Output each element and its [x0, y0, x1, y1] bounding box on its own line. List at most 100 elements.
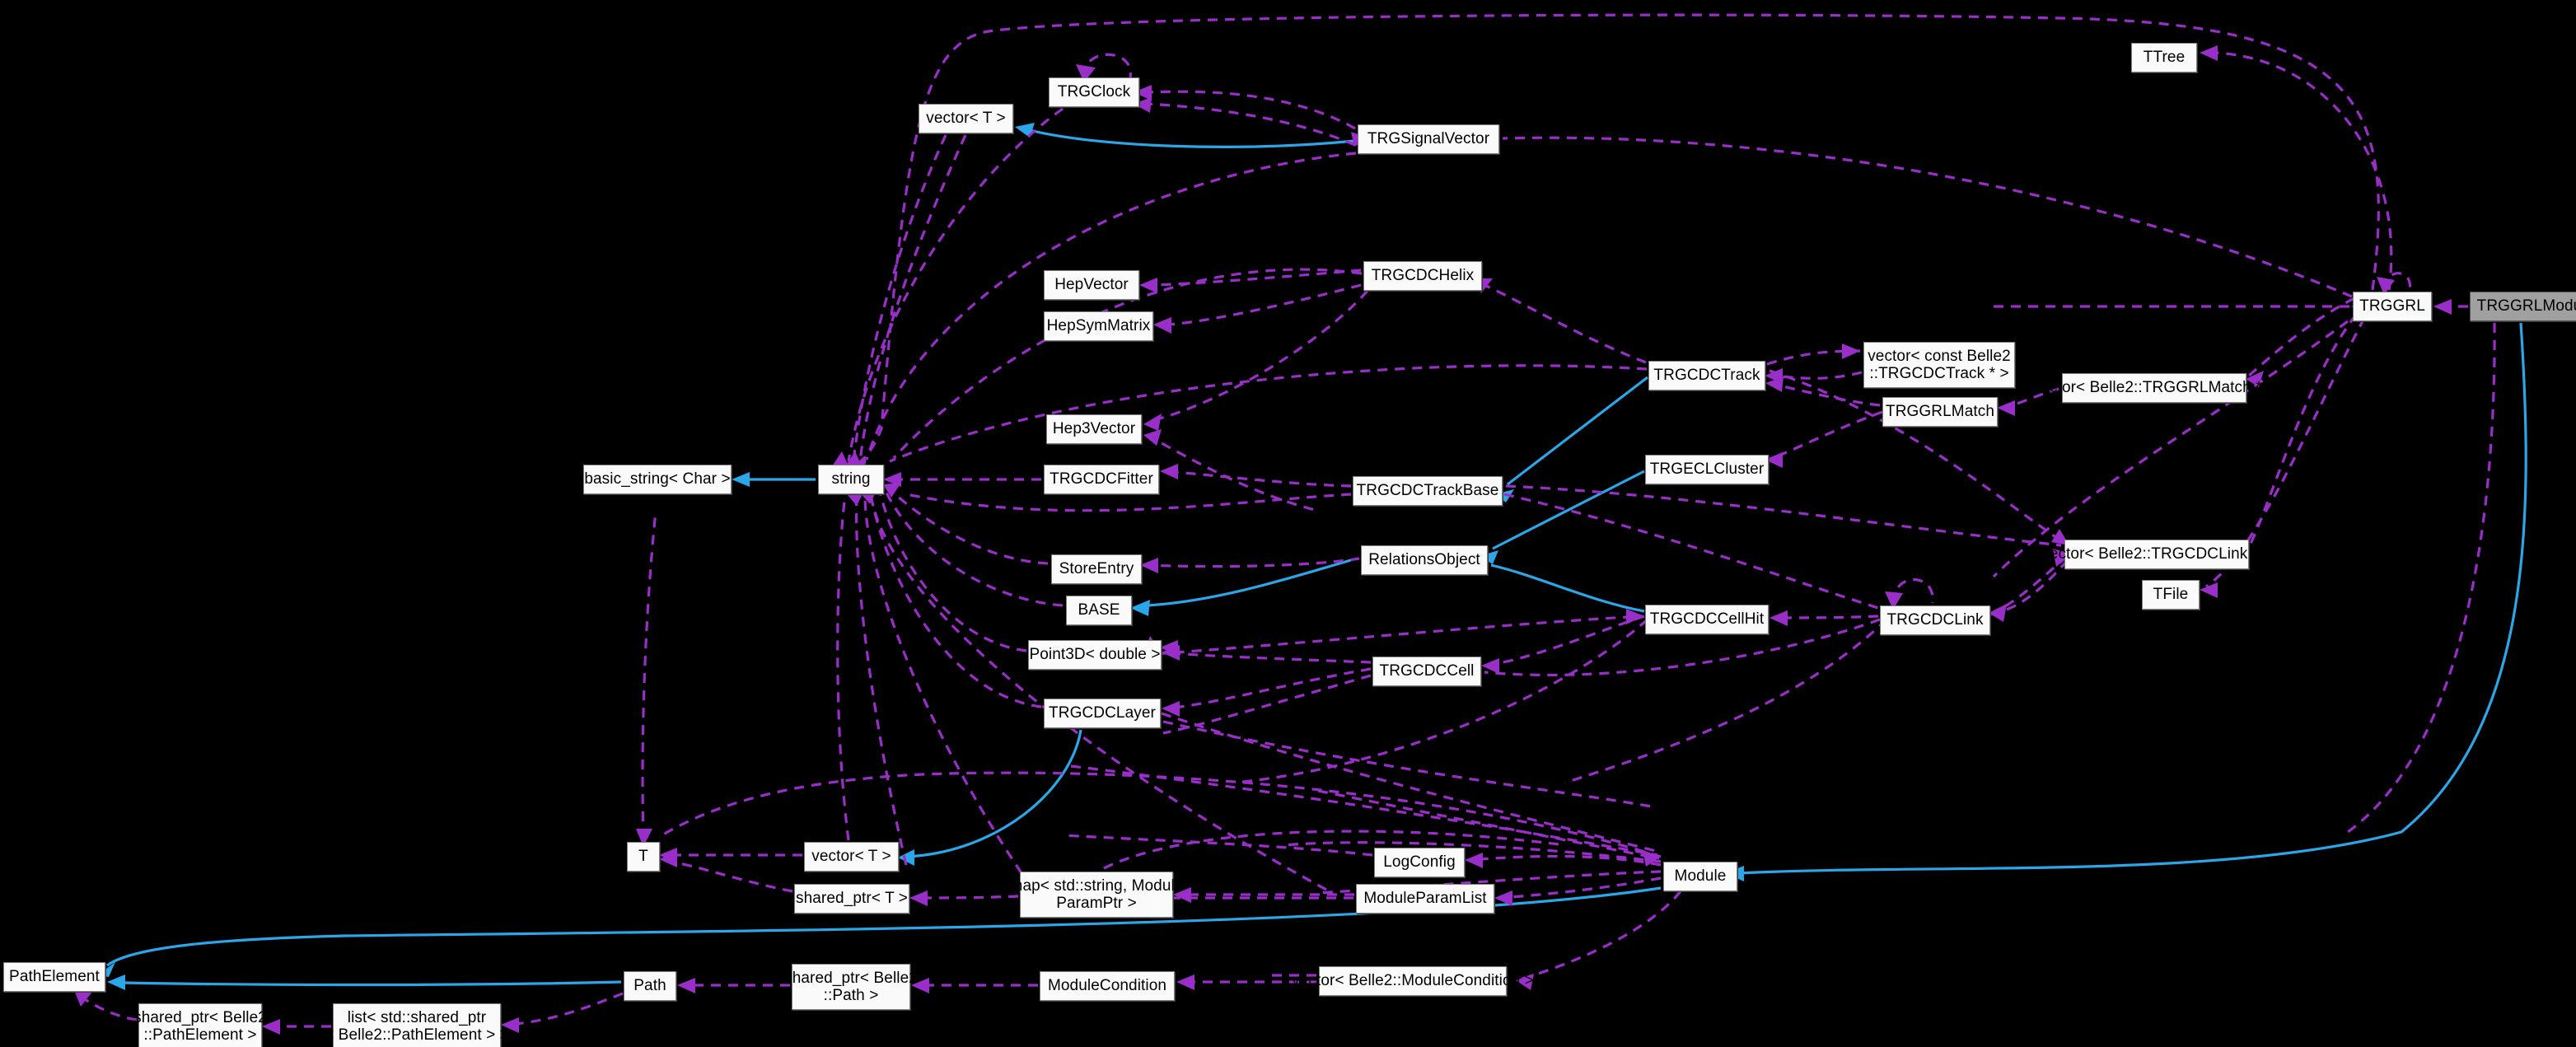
edge-signalvector-clock-2: [1146, 102, 1356, 147]
edge-track-helix: [1484, 283, 1647, 364]
arrowhead-cellhit: [1770, 610, 1788, 626]
arrowhead-base: [1130, 600, 1150, 616]
class-node-t_node[interactable]: T: [627, 842, 660, 872]
edge-trackbase-left: [905, 493, 1352, 512]
arrowhead-relationsobject-1: [1480, 550, 1498, 564]
edge-track-veccdclink: [1769, 369, 2064, 544]
class-node-trgcdcfitter[interactable]: TRGCDCFitter: [1044, 465, 1159, 494]
edge-cdclink-cellhit: [1772, 615, 1879, 619]
class-node-shared_ptr_T[interactable]: shared_ptr< T >: [794, 884, 909, 914]
edge-layer-module: [1161, 712, 1660, 853]
class-node-trgcdclink[interactable]: TRGCDCLink: [1880, 605, 1990, 635]
class-node-map_modparam[interactable]: map< std::string, Module ParamPtr >: [1010, 872, 1183, 918]
class-node-shared_ptr_pe[interactable]: shared_ptr< Belle2 ::PathElement >: [133, 1003, 267, 1047]
class-node-vector_const_trk[interactable]: vector< const Belle2 ::TRGCDCTrack * >: [1863, 342, 2015, 388]
arrowhead-vecconsttrack: [1842, 344, 1860, 359]
edge-helix-hep3vector: [1152, 289, 1369, 422]
class-node-vector_cdclink[interactable]: vector< Belle2::TRGCDCLink * >: [2041, 540, 2272, 569]
edge-clock-string: [847, 107, 1064, 462]
class-node-trggrlmatch[interactable]: TRGGRLMatch: [1882, 397, 1998, 427]
class-node-trgsignalvector[interactable]: TRGSignalVector: [1358, 124, 1499, 154]
edge-base-relations: [1146, 559, 1352, 607]
class-node-trggrl[interactable]: TRGGRL: [2353, 292, 2432, 321]
class-node-storeentry[interactable]: StoreEntry: [1051, 554, 1142, 584]
class-node-trgeclcluster[interactable]: TRGECLCluster: [1645, 455, 1769, 484]
arrowhead-string-storeentry: [883, 483, 901, 498]
class-node-hepsymmatrix[interactable]: HepSymMatrix: [1044, 311, 1153, 341]
edge-cell-point3d: [1164, 651, 1372, 664]
edge-vectorT-string: [852, 134, 947, 462]
class-node-shared_ptr_path[interactable]: shared_ptr< Belle2 ::Path >: [784, 964, 918, 1010]
edge-grlmatch-eclcluster: [1770, 410, 1883, 460]
class-node-hep3vector[interactable]: Hep3Vector: [1046, 414, 1142, 444]
class-node-string[interactable]: string: [818, 465, 884, 494]
usage-edges: [74, 13, 2496, 1035]
edge-helix-hepsym: [1167, 283, 1362, 326]
edge-signalvector-clock-1: [1146, 90, 1356, 130]
arrowhead-pathelement-3: [74, 990, 92, 1007]
edge-path-listshared: [505, 992, 624, 1026]
arrowhead-trggrl-self: [2377, 277, 2395, 295]
class-node-trgcdclayer[interactable]: TRGCDCLayer: [1044, 699, 1161, 728]
edge-map-module-up: [1103, 830, 1566, 870]
arrowhead-eclcluster: [1765, 452, 1783, 468]
edge-trackbase-cdclink: [1503, 493, 1879, 610]
class-node-moduleparamlist[interactable]: ModuleParamList: [1356, 884, 1494, 914]
edge-layer-string: [868, 490, 1042, 708]
class-node-trgcdctrackbase[interactable]: TRGCDCTrackBase: [1353, 476, 1503, 506]
arrowhead-tfile: [2200, 582, 2218, 598]
class-node-ttree[interactable]: TTree: [2131, 43, 2197, 72]
edge-bottomnodes-string-1: [836, 493, 850, 841]
class-node-trgcdctrack[interactable]: TRGCDCTrack: [1648, 361, 1765, 390]
arrowhead-modulecondition: [1176, 975, 1194, 990]
class-node-relationsobject[interactable]: RelationsObject: [1361, 545, 1488, 575]
edge-base-string: [883, 488, 1064, 607]
class-node-vectorT_top[interactable]: vector< T >: [919, 104, 1013, 133]
arrowhead-T-down: [636, 829, 652, 847]
arrowhead-hepsymmatrix: [1153, 317, 1171, 334]
class-node-trgcdccellhit[interactable]: TRGCDCCellHit: [1645, 605, 1769, 634]
arrowhead-trgclock-self: [1076, 64, 1096, 82]
edge-trggrlmodule-module: [1739, 322, 2527, 875]
class-node-modulecondition[interactable]: ModuleCondition: [1040, 971, 1175, 1001]
class-node-list_shared_pe[interactable]: list< std::shared_ptr < Belle2::PathElem…: [325, 1003, 509, 1047]
edge-cdclink-lower: [1564, 618, 1888, 784]
edge-cdclink-self: [1893, 578, 1934, 605]
class-node-trgcdchelix[interactable]: TRGCDCHelix: [1363, 261, 1482, 291]
class-node-trgcdccell[interactable]: TRGCDCCell: [1372, 657, 1481, 686]
arrowhead-hep3vector: [1143, 414, 1162, 431]
edge-logconfig-left: [1062, 834, 1373, 857]
edge-trgcdctrack-trackbase: [1507, 376, 1648, 486]
class-node-module[interactable]: Module: [1663, 862, 1737, 891]
class-node-logconfig[interactable]: LogConfig: [1374, 848, 1465, 877]
arrowhead-vectorT-top: [1015, 123, 1035, 138]
edge-bottomnodes-string-3: [863, 497, 1023, 874]
arrowhead-vecmodulecondition: [1516, 974, 1534, 990]
arrowhead-T-2: [659, 848, 677, 863]
class-node-trgclock[interactable]: TRGClock: [1049, 77, 1139, 107]
class-node-hepvector[interactable]: HepVector: [1044, 270, 1139, 300]
arrowhead-grlmatch: [1997, 400, 2015, 416]
class-node-base[interactable]: BASE: [1066, 596, 1132, 625]
edge-cellhit-cell: [1484, 615, 1645, 667]
edge-cellhit-relations: [1490, 563, 1645, 613]
class-node-vector_grlmatch[interactable]: vector< Belle2::TRGGRLMatch * >: [2033, 373, 2275, 403]
edge-module-logconfig: [1469, 854, 1662, 867]
edge-trgsignalvector-vectorT: [1029, 129, 1356, 148]
arrowhead-hepvector: [1139, 278, 1157, 293]
arrowhead-sharedptrpe: [262, 1019, 280, 1035]
class-node-vector_modcond[interactable]: vector< Belle2::ModuleCondition >: [1292, 966, 1534, 996]
class-node-pathelement[interactable]: PathElement: [3, 962, 105, 992]
class-node-tfile[interactable]: TFile: [2142, 580, 2200, 610]
edge-map-sharedptrT: [912, 895, 1019, 900]
edge-cdclink-cell: [1484, 618, 1881, 677]
class-node-path[interactable]: Path: [624, 971, 676, 1001]
edge-module-veccond: [1522, 890, 1682, 980]
edge-vecconsttrack-track: [1770, 371, 1863, 380]
class-node-point3d[interactable]: Point3D< double >: [1028, 640, 1162, 670]
class-node-vectorT_bot[interactable]: vector< T >: [804, 842, 899, 872]
class-node-trggrlmodule[interactable]: TRGGRLModule: [2470, 292, 2576, 321]
class-node-basic_string[interactable]: basic_string< Char >: [583, 465, 732, 494]
